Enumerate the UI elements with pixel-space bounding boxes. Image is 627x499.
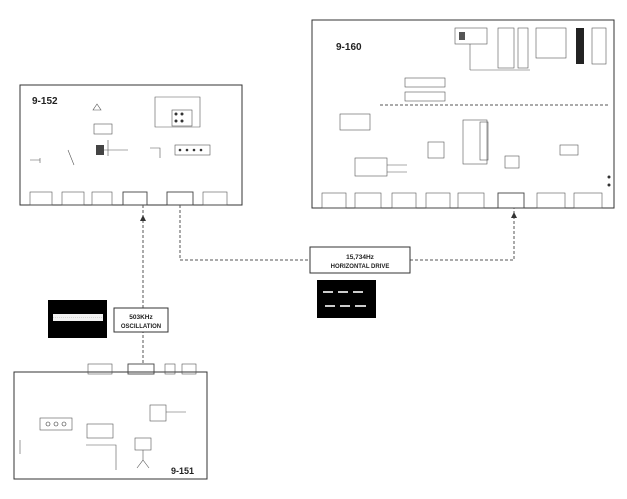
board-9-151: 9-151	[13, 363, 208, 480]
osc-freq: 503KHz	[129, 314, 153, 321]
board-label-9-152: 9-152	[32, 96, 58, 107]
board-9-152: 9-152	[19, 84, 243, 206]
connector-row-9-160	[321, 192, 603, 209]
osc-waveform-scope	[48, 300, 107, 338]
connector-row-9-152	[29, 191, 228, 206]
osc-name: OSCILLATION	[121, 324, 161, 330]
board-label-9-160: 9-160	[336, 42, 362, 53]
hdrive-label: 15,734Hz HORIZONTAL DRIVE	[309, 246, 411, 274]
board-label-9-151: 9-151	[171, 466, 194, 476]
board-9-160: 9-160	[311, 19, 615, 209]
hdrive-signal-path	[179, 205, 310, 261]
hdrive-waveform-scope	[317, 280, 376, 318]
hdrive-name: HORIZONTAL DRIVE	[331, 264, 390, 270]
hdrive-freq: 15,734Hz	[346, 254, 375, 261]
osc-label: 503KHz OSCILLATION	[113, 307, 169, 333]
